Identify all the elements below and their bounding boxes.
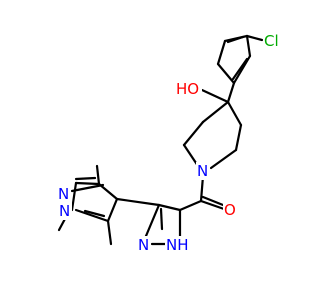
- bond-7: [231, 57, 249, 81]
- bond-8: [226, 81, 236, 104]
- bond-31: [74, 176, 97, 181]
- bond-17: [199, 199, 226, 211]
- atom-carbonyl-o: O: [223, 201, 238, 219]
- bond-30: [74, 181, 101, 186]
- bond-4: [216, 39, 227, 66]
- atom-label-n-piperidine: N: [197, 162, 208, 180]
- bond-layer: [57, 34, 264, 246]
- bond-18: [201, 195, 225, 207]
- atom-label-layer: Cl HO N O NH N N N: [57, 32, 287, 254]
- bond-34: [70, 181, 78, 212]
- bond-28: [106, 197, 119, 223]
- bond-26: [115, 197, 161, 207]
- bond-21: [157, 203, 182, 212]
- bond-2: [245, 34, 252, 58]
- bond-36: [106, 219, 113, 246]
- bond-27: [97, 182, 119, 201]
- atom-cl: Cl: [263, 32, 287, 50]
- atom-hydroxyl: HO: [176, 80, 202, 98]
- bond-0: [245, 34, 264, 42]
- atom-label-cl: Cl: [264, 32, 279, 50]
- atom-label-n-tmp-methyl: N: [59, 202, 70, 220]
- bond-33: [83, 209, 106, 218]
- bond-10: [226, 100, 243, 127]
- structure-canvas: Cl HO N O NH N N N: [57, 32, 287, 254]
- atom-trimethylpyrazole-n-top: N: [57, 185, 71, 203]
- atom-label-oh: HO: [176, 80, 199, 98]
- bond-23: [144, 203, 161, 238]
- bond-9: [200, 88, 230, 104]
- bond-6: [232, 54, 252, 85]
- atom-label-n-pyrazole: N: [138, 236, 149, 254]
- atom-pyrazole-nh: NH: [165, 236, 192, 254]
- bond-29: [70, 183, 105, 193]
- atom-pyrazole-n: N: [137, 236, 151, 254]
- bond-22: [159, 207, 164, 231]
- bond-3: [226, 35, 245, 44]
- bond-15: [182, 143, 200, 168]
- atom-label-n-tmp-top: N: [58, 185, 69, 203]
- atom-label-o-carbonyl: O: [224, 201, 236, 219]
- bond-12: [234, 123, 243, 152]
- bond-11: [201, 100, 230, 124]
- atom-label-nh: NH: [166, 236, 189, 254]
- molecule-structure: Cl HO N O NH N N N: [57, 32, 287, 254]
- bond-14: [182, 120, 205, 147]
- bond-19: [178, 199, 203, 212]
- bond-13: [209, 148, 238, 170]
- atom-piperidine-n: N: [196, 162, 210, 180]
- bond-16: [199, 174, 205, 203]
- bond-32: [74, 208, 110, 223]
- atom-trimethylpyrazole-n-methyl: N: [58, 202, 72, 220]
- bond-35: [95, 164, 101, 186]
- bond-5: [216, 62, 236, 85]
